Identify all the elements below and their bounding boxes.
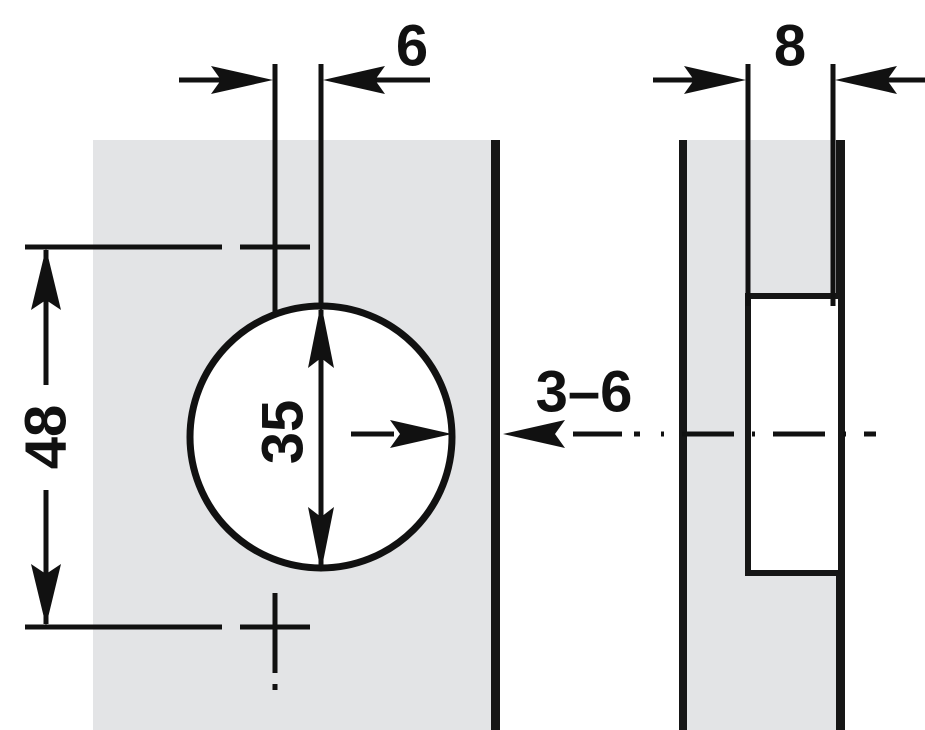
dim-6-arrowhead-right — [211, 66, 273, 94]
dimension-48-group: 48 — [14, 248, 79, 626]
dim-48-arrowhead-up — [31, 248, 61, 310]
front-view-right-edge — [491, 140, 500, 730]
dim-48-arrowhead-down — [31, 564, 61, 626]
dimension-label-6: 6 — [396, 14, 428, 79]
dimension-label-48: 48 — [14, 405, 79, 470]
dimension-35-group: 35 — [251, 303, 334, 572]
dimension-8-group: 8 — [653, 14, 925, 306]
dimension-label-35: 35 — [251, 400, 316, 465]
side-view-right-edge — [836, 140, 845, 730]
dimension-label-3-6: 3–6 — [536, 360, 633, 425]
dimension-6-group: 6 — [179, 14, 430, 312]
dim-6-arrowhead-left — [323, 66, 385, 94]
dim-3-6-arrowhead-outer-left — [503, 420, 565, 448]
dim-8-arrowhead-left — [835, 66, 897, 94]
front-view-extension-lines — [25, 244, 222, 630]
dimension-label-8: 8 — [774, 14, 806, 79]
dim-35-arrowhead-down — [308, 507, 334, 572]
dim-8-arrowhead-right — [684, 66, 746, 94]
dim-35-arrowhead-up — [308, 303, 334, 368]
dim-3-6-arrowhead-inner-right — [390, 420, 452, 448]
dimension-3-6-group: 3–6 — [351, 360, 633, 448]
